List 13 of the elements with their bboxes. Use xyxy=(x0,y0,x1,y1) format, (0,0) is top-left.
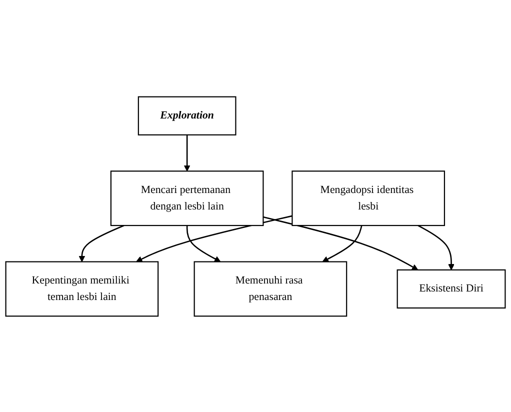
node-box: Mencari pertemanan dengan lesbi lain xyxy=(110,170,264,226)
node-box: Memenuhi rasa penasaran xyxy=(194,260,348,316)
arrow xyxy=(136,214,292,262)
arrow xyxy=(322,224,362,262)
node-box: Mengadopsi identitas lesbi xyxy=(292,170,446,226)
arrow xyxy=(186,225,221,262)
node-box: Kepentingan memiliki teman lesbi lain xyxy=(5,260,159,316)
arrow xyxy=(418,224,454,270)
arrow xyxy=(184,134,190,171)
node-box: Exploration xyxy=(138,96,236,135)
node-box: Eksistensi Diri xyxy=(396,268,506,308)
arrow xyxy=(263,216,418,270)
arrow xyxy=(78,224,124,262)
